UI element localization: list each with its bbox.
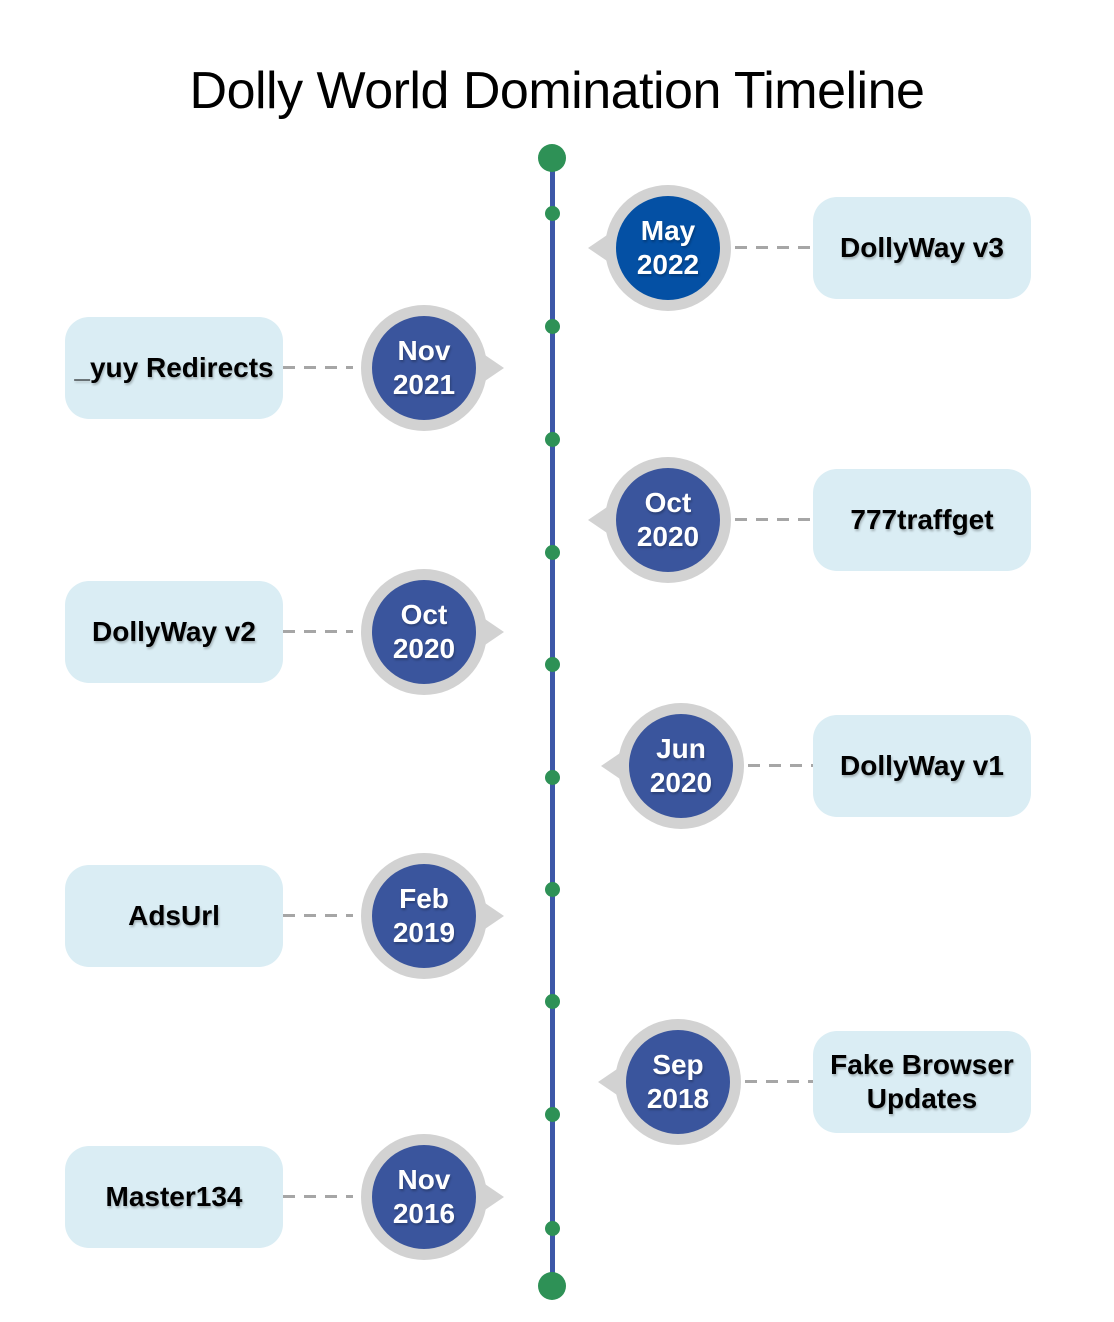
node-month: Oct xyxy=(644,487,692,519)
node-pointer-icon xyxy=(479,351,504,385)
page-title: Dolly World Domination Timeline xyxy=(189,61,925,120)
node-month: Jun xyxy=(656,733,706,765)
node-pointer-icon xyxy=(588,503,613,537)
node-year: 2018 xyxy=(646,1083,710,1114)
timeline-tick-dot xyxy=(545,994,560,1009)
node-month: Feb xyxy=(399,883,449,915)
timeline-start-dot xyxy=(538,144,566,172)
connector-dashes xyxy=(748,764,813,767)
event-label-text: DollyWay v1 xyxy=(840,750,1004,782)
event-label: _yuy Redirects xyxy=(65,317,283,419)
date-node: Nov 2016 xyxy=(361,1134,504,1260)
connector-dashes xyxy=(735,518,813,521)
event-label-text: Fake Browser Updates xyxy=(830,1049,1014,1114)
connector-dashes xyxy=(283,366,353,369)
date-circle: Nov 2021 xyxy=(372,316,476,420)
connector-dashes xyxy=(745,1080,813,1083)
connector-dashes xyxy=(283,1195,353,1198)
date-circle: Jun 2020 xyxy=(629,714,733,818)
node-pointer-icon xyxy=(479,899,504,933)
node-pointer-icon xyxy=(601,749,626,783)
date-circle: Nov 2016 xyxy=(372,1145,476,1249)
date-node: Oct 2020 xyxy=(361,569,504,695)
event-label: Fake Browser Updates xyxy=(813,1031,1031,1133)
date-node: Jun 2020 xyxy=(601,703,744,829)
event-label: DollyWay v1 xyxy=(813,715,1031,817)
node-pointer-icon xyxy=(479,1180,504,1214)
timeline-tick-dot xyxy=(545,319,560,334)
connector-dashes xyxy=(735,246,813,249)
node-month: May xyxy=(640,215,696,247)
node-year: 2016 xyxy=(392,1198,456,1229)
timeline-tick-dot xyxy=(545,206,560,221)
event-label: 777traffget xyxy=(813,469,1031,571)
event-label: DollyWay v3 xyxy=(813,197,1031,299)
timeline-tick-dot xyxy=(545,432,560,447)
date-node: May 2022 xyxy=(588,185,731,311)
timeline-tick-dot xyxy=(545,1107,560,1122)
timeline-axis-line xyxy=(550,158,555,1286)
date-circle: Oct 2020 xyxy=(616,468,720,572)
node-month: Nov xyxy=(397,1164,451,1196)
event-label-text: DollyWay v2 xyxy=(92,616,256,648)
event-label-text: _yuy Redirects xyxy=(74,352,274,384)
node-year: 2021 xyxy=(392,369,456,400)
event-label-text: DollyWay v3 xyxy=(840,232,1004,264)
node-month: Sep xyxy=(652,1049,704,1081)
event-label-text: 777traffget xyxy=(850,504,994,536)
timeline-tick-dot xyxy=(545,545,560,560)
node-pointer-icon xyxy=(588,231,613,265)
node-pointer-icon xyxy=(598,1065,623,1099)
node-pointer-icon xyxy=(479,615,504,649)
timeline-tick-dot xyxy=(545,770,560,785)
node-year: 2020 xyxy=(636,521,700,552)
node-year: 2019 xyxy=(392,917,456,948)
node-year: 2022 xyxy=(636,249,700,280)
timeline-tick-dot xyxy=(545,882,560,897)
date-circle: Sep 2018 xyxy=(626,1030,730,1134)
event-label: AdsUrl xyxy=(65,865,283,967)
date-node: Nov 2021 xyxy=(361,305,504,431)
event-label: DollyWay v2 xyxy=(65,581,283,683)
node-month: Nov xyxy=(397,335,451,367)
timeline-tick-dot xyxy=(545,657,560,672)
event-label-text: Master134 xyxy=(105,1181,243,1213)
timeline-tick-dot xyxy=(545,1221,560,1236)
node-month: Oct xyxy=(400,599,448,631)
timeline-end-dot xyxy=(538,1272,566,1300)
date-node: Feb 2019 xyxy=(361,853,504,979)
event-label: Master134 xyxy=(65,1146,283,1248)
date-circle: Oct 2020 xyxy=(372,580,476,684)
connector-dashes xyxy=(283,630,353,633)
date-node: Oct 2020 xyxy=(588,457,731,583)
date-circle: May 2022 xyxy=(616,196,720,300)
date-circle: Feb 2019 xyxy=(372,864,476,968)
connector-dashes xyxy=(283,914,353,917)
node-year: 2020 xyxy=(649,767,713,798)
date-node: Sep 2018 xyxy=(598,1019,741,1145)
node-year: 2020 xyxy=(392,633,456,664)
event-label-text: AdsUrl xyxy=(128,900,220,932)
